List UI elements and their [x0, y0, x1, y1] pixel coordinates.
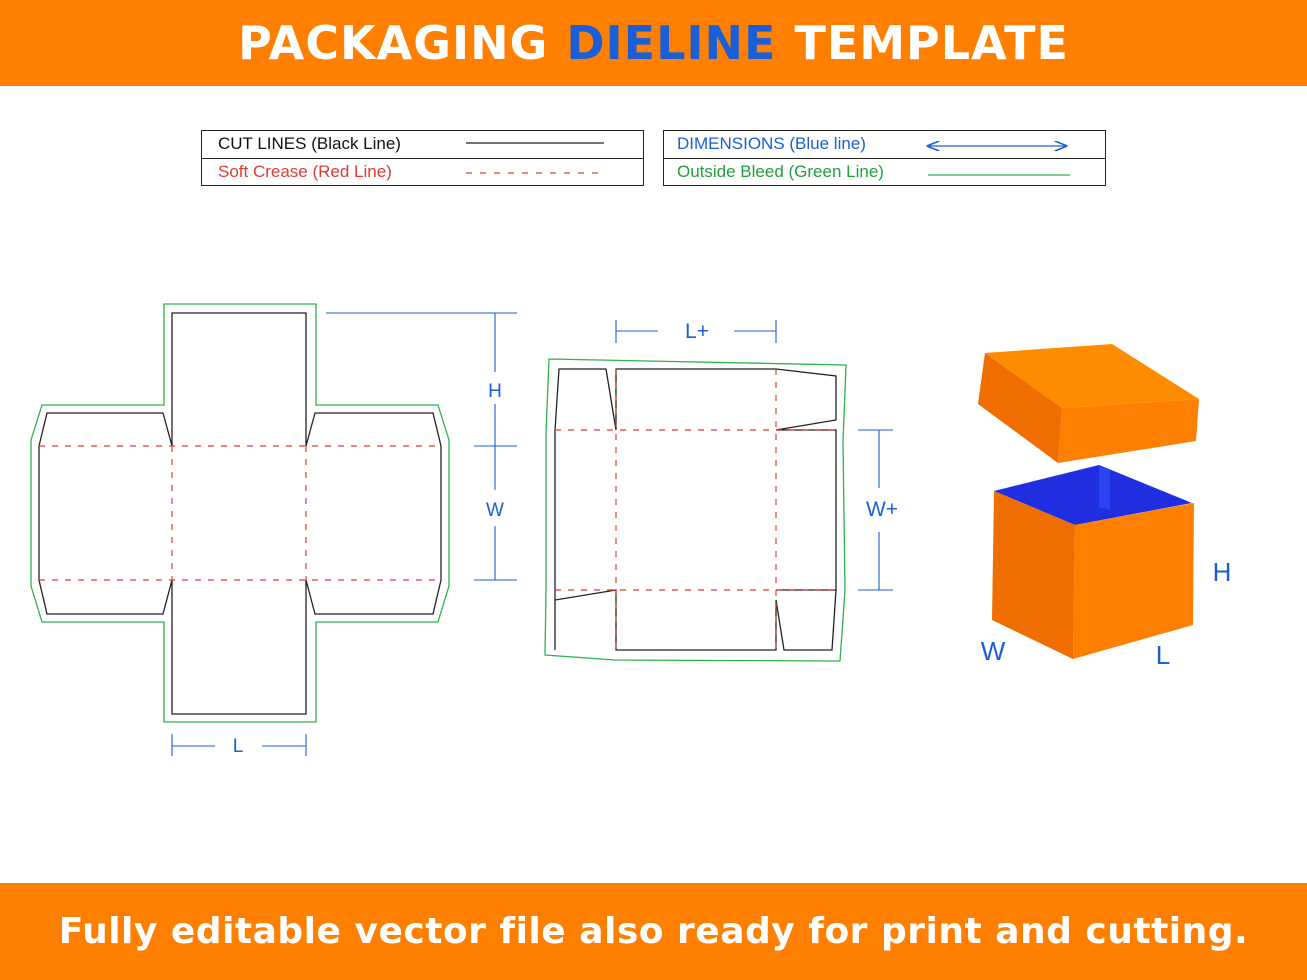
base-dimension-lines	[171, 312, 517, 756]
base-dieline: H W L	[30, 303, 517, 757]
legend-left: CUT LINES (Black Line) Soft Crease (Red …	[201, 130, 644, 186]
lid-front-face	[1058, 399, 1199, 463]
footer-caption: Fully editable vector file also ready fo…	[58, 911, 1249, 952]
base-crease-lines	[39, 445, 441, 581]
box-3d-illustration: H W L	[978, 344, 1231, 670]
base-length-label: L	[233, 736, 244, 757]
legend-row-crease: Soft Crease (Red Line)	[202, 158, 643, 185]
box-height-label: H	[1213, 557, 1232, 587]
base-cut-outline	[38, 312, 442, 715]
title-packaging: PACKAGING	[238, 16, 549, 70]
lid-cut-outline	[554, 368, 837, 651]
legend-crease-label: Soft Crease (Red Line)	[218, 162, 392, 181]
legend-dimensions-label: DIMENSIONS (Blue line)	[677, 134, 866, 153]
legend-row-dimensions: DIMENSIONS (Blue line)	[664, 131, 1105, 158]
header-banner: PACKAGING DIELINE TEMPLATE	[0, 0, 1307, 86]
title-template: TEMPLATE	[794, 16, 1069, 70]
legend-cut-label: CUT LINES (Black Line)	[218, 134, 401, 153]
lid-left-face	[978, 353, 1062, 463]
base-bleed-outline	[30, 303, 450, 723]
box-left-face	[992, 491, 1075, 659]
legend-row-bleed: Outside Bleed (Green Line)	[664, 158, 1105, 185]
legend-row-cut: CUT LINES (Black Line)	[202, 131, 643, 158]
lid-width-label: W+	[866, 498, 898, 521]
footer-banner: Fully editable vector file also ready fo…	[0, 883, 1307, 980]
lid-dimension-lines	[615, 320, 893, 591]
legend-right: DIMENSIONS (Blue line) Outside Bleed (Gr…	[663, 130, 1106, 186]
box-inner-wall	[1099, 465, 1110, 510]
box-inner-back	[994, 465, 1192, 525]
base-width-label: W	[486, 500, 504, 521]
lid-bleed-outline	[544, 358, 847, 662]
base-height-label: H	[488, 381, 502, 402]
lid-crease-lines	[555, 369, 836, 650]
lid-top-face	[985, 344, 1199, 408]
title-dieline: DIELINE	[566, 16, 777, 70]
box-length-label: L	[1156, 640, 1170, 670]
box-width-label: W	[981, 636, 1006, 666]
legend-bleed-label: Outside Bleed (Green Line)	[677, 162, 884, 181]
box-front-face	[1073, 503, 1194, 659]
lid-length-label: L+	[685, 320, 709, 343]
lid-dieline: L+ W+	[544, 320, 898, 662]
